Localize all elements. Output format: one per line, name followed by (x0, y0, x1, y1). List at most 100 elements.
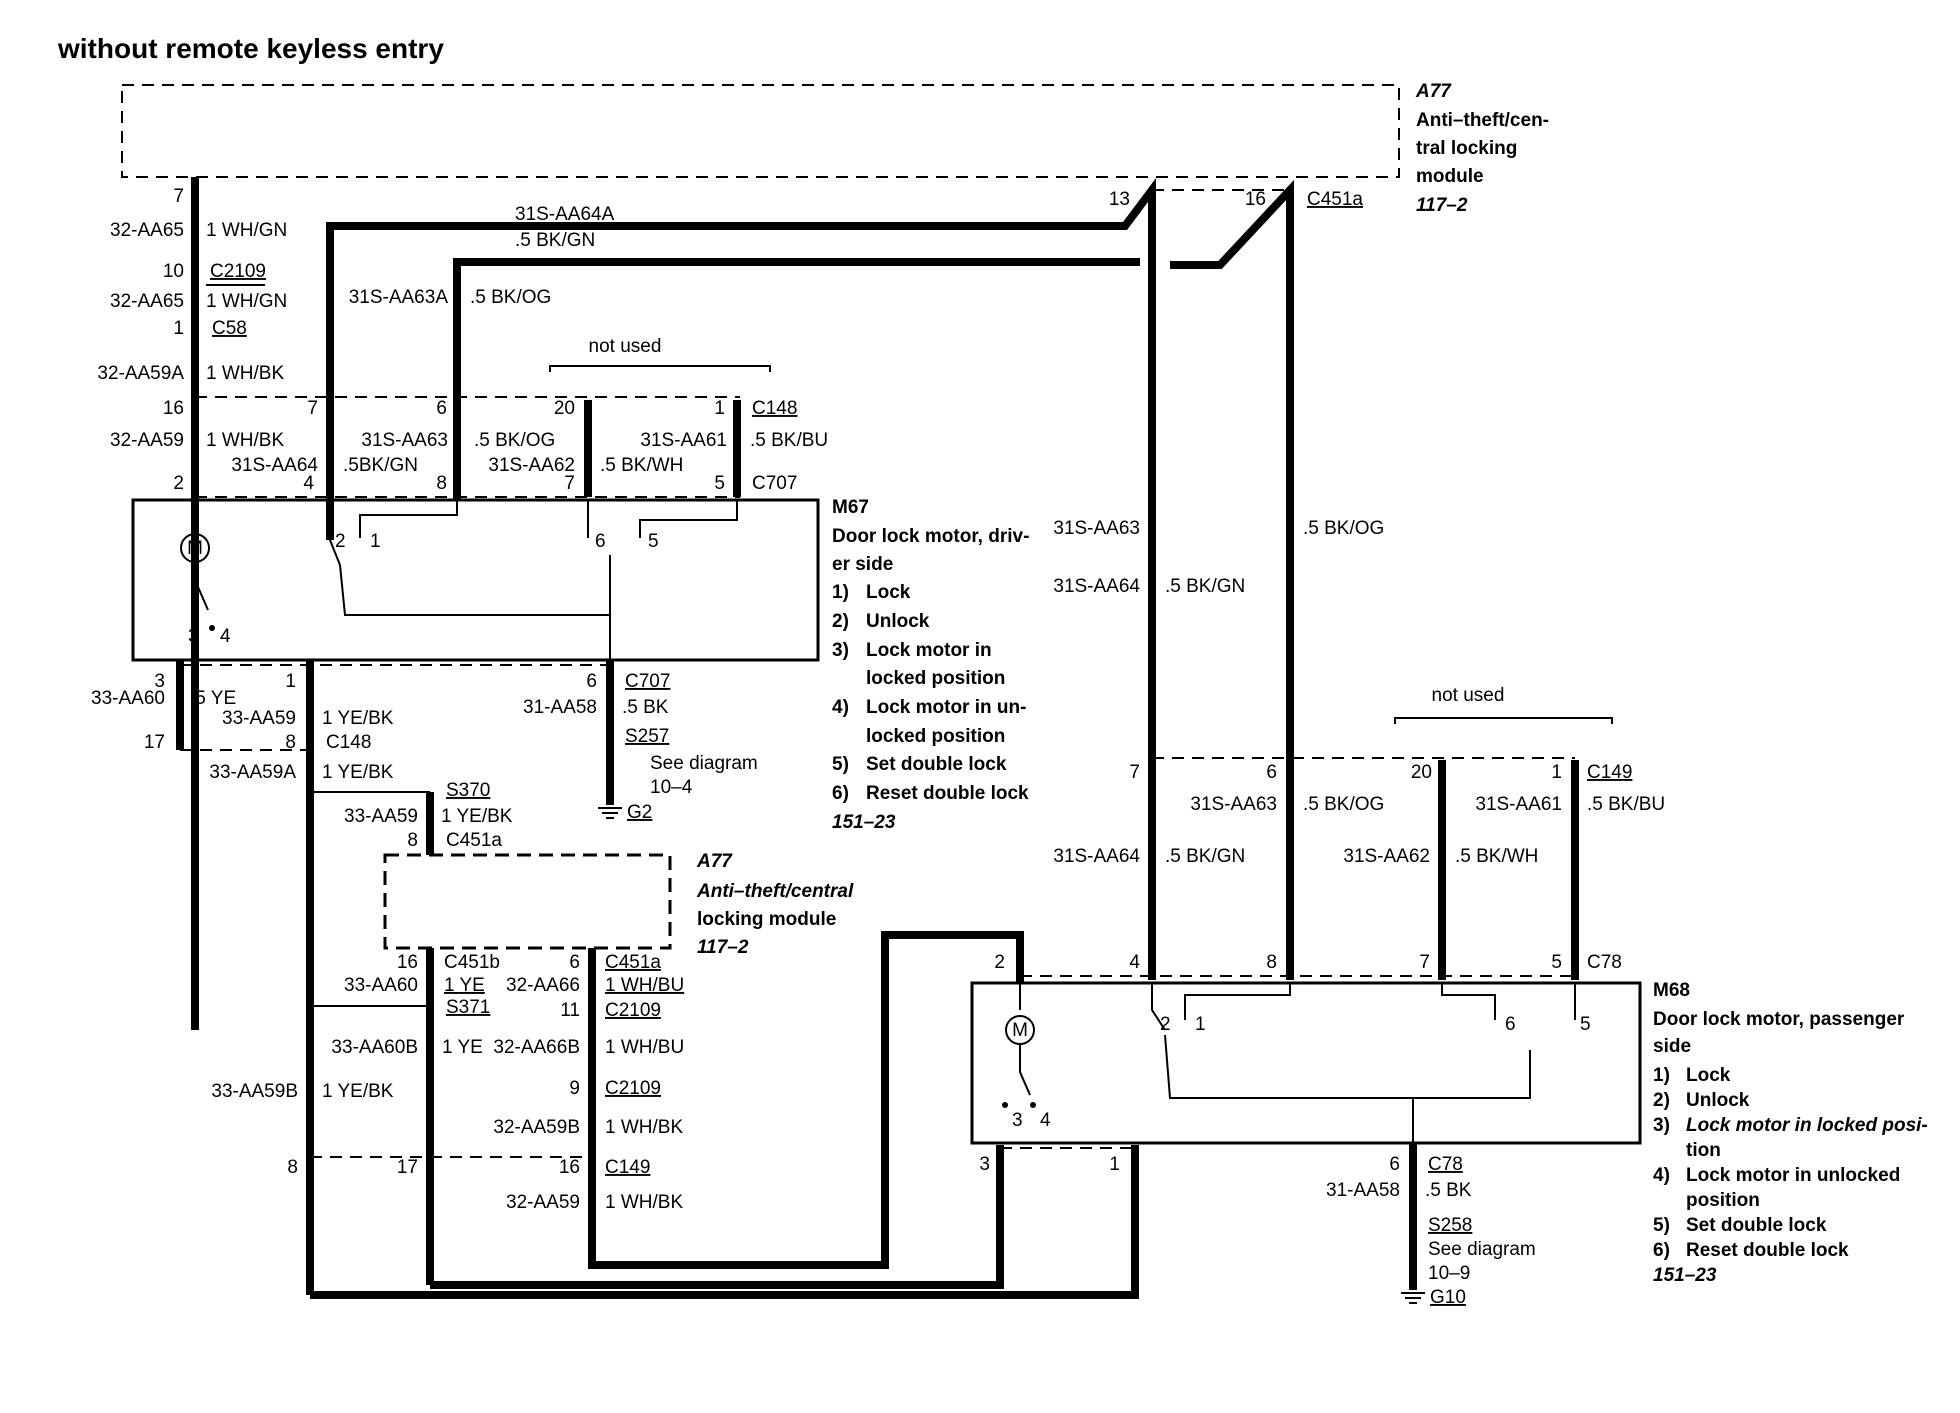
diagram-label: 4 (220, 626, 231, 647)
wire-segment (329, 500, 341, 566)
diagram-label: 9 (569, 1078, 580, 1099)
wire-segment (209, 625, 215, 631)
diagram-label: S258 (1428, 1215, 1472, 1236)
diagram-label: tral locking (1416, 138, 1517, 159)
diagram-label: 1 YE (444, 975, 485, 996)
diagram-label: 8 (1266, 952, 1277, 973)
diagram-label: 6 (586, 671, 597, 692)
diagram-label: 31S-AA64 (1053, 576, 1140, 597)
m67-motor-icon (180, 533, 210, 563)
diagram-label: 13 (1109, 189, 1130, 210)
diagram-label: C78 (1428, 1154, 1463, 1175)
wire-segment (359, 500, 458, 538)
diagram-label: 10 (163, 261, 184, 282)
diagram-label: 3 (1012, 1110, 1023, 1131)
diagram-label: 5) (832, 754, 849, 775)
diagram-label: 1 WH/BK (206, 430, 284, 451)
diagram-label: .5 BK/GN (1165, 846, 1245, 867)
diagram-label: 6 (436, 398, 447, 419)
diagram-label: 4 (1040, 1110, 1051, 1131)
diagram-label: 16 (559, 1157, 580, 1178)
diagram-label: 31S-AA61 (640, 430, 727, 451)
diagram-label: 31S-AA64A (515, 204, 615, 225)
diagram-label: 2 (1160, 1014, 1171, 1035)
diagram-label: 6) (832, 783, 849, 804)
diagram-label: 3 (979, 1154, 990, 1175)
diagram-label: Reset double lock (866, 783, 1029, 804)
diagram-label: G10 (1430, 1287, 1466, 1308)
wire-segment (639, 500, 738, 538)
diagram-label: C2109 (210, 261, 266, 282)
diagram-label: 1 WH/GN (206, 291, 287, 312)
diagram-label: 1 YE/BK (322, 1081, 394, 1102)
m67-box (131, 498, 820, 662)
diagram-label: C149 (1587, 762, 1632, 783)
diagram-label: 32-AA66B (493, 1037, 580, 1058)
diagram-label: S371 (446, 997, 490, 1018)
diagram-label: 5 (1551, 952, 1562, 973)
diagram-label: M68 (1653, 980, 1690, 1001)
diagram-label: 1 YE (442, 1037, 483, 1058)
diagram-label: .5 BK/WH (1455, 846, 1538, 867)
m68-label: M68 Door lock motor, passenger side 1) L… (1653, 980, 1928, 1286)
diagram-label: Reset double lock (1686, 1240, 1849, 1261)
diagram-label: 5 (648, 531, 659, 552)
wire-31saa63a (453, 258, 1140, 500)
diagram-label: 33-AA60B (331, 1037, 418, 1058)
diagram-label: 1 WH/BU (605, 1037, 684, 1058)
diagram-label: 151–23 (1653, 1265, 1717, 1286)
diagram-label: Anti–theft/cen- (1416, 110, 1549, 131)
diagram-label: See diagram (650, 753, 758, 774)
diagram-label: 1) (832, 582, 849, 603)
diagram-label: S257 (625, 726, 669, 747)
diagram-label: module (1416, 166, 1484, 187)
diagram-label: Unlock (1686, 1090, 1750, 1111)
diagram-label: Lock motor in unlocked (1686, 1165, 1900, 1186)
diagram-label: .5 BK/OG (1303, 794, 1384, 815)
diagram-label: 1 (1195, 1014, 1206, 1035)
diagram-label: Unlock (866, 611, 930, 632)
wire-segment (306, 1002, 314, 1010)
diagram-label: 17 (397, 1157, 418, 1178)
diagram-label: 5 (1580, 1014, 1591, 1035)
a77-mid-label: A77 Anti–theft/central locking module 11… (696, 851, 854, 958)
wire-32aa66 (588, 931, 1024, 1269)
diagram-label: 8 (407, 830, 418, 851)
diagram-label: 7 (1129, 762, 1140, 783)
diagram-label: 1 WH/BK (605, 1192, 683, 1213)
diagram-label: M67 (832, 497, 869, 518)
diagram-label: 3 (188, 626, 199, 647)
diagram-label: 1 WH/BU (605, 975, 684, 996)
diagram-label: 6 (1505, 1014, 1516, 1035)
diagram-label: C2109 (605, 1000, 661, 1021)
diagram-label: 31S-AA63 (1053, 518, 1140, 539)
diagram-label: 31S-AA64 (231, 455, 318, 476)
diagram-label: 20 (554, 398, 575, 419)
diagram-label: G2 (627, 802, 652, 823)
diagram-label: Door lock motor, driv- (832, 526, 1029, 547)
diagram-label: 1 (370, 531, 381, 552)
diagram-label: 31S-AA62 (1343, 846, 1430, 867)
diagram-label: .5 YE (190, 688, 236, 709)
diagram-label: 4 (303, 473, 314, 494)
diagram-label: 11 (560, 1000, 580, 1021)
diagram-label: 6 (595, 531, 606, 552)
diagram-label: .5 BK/OG (1303, 518, 1384, 539)
a77-mid-module-box (383, 853, 672, 950)
diagram-label: 7 (307, 398, 318, 419)
wire-31saa64a (326, 178, 1156, 980)
diagram-label: Door lock motor, passenger (1653, 1009, 1905, 1030)
diagram-label: .5 BK (1425, 1180, 1472, 1201)
wire-segment (1441, 983, 1496, 1020)
diagram-label: 3) (832, 640, 849, 661)
diagram-label: 31-AA58 (523, 697, 597, 718)
diagram-label: 33-AA60 (344, 975, 418, 996)
diagram-label: C148 (752, 398, 797, 419)
diagram-label: 32-AA59 (110, 430, 184, 451)
diagram-label: .5 BK/WH (600, 455, 683, 476)
ground-icon-g10 (1401, 1292, 1425, 1304)
diagram-label: S370 (446, 780, 490, 801)
diagram-label: 32-AA59A (97, 363, 184, 384)
